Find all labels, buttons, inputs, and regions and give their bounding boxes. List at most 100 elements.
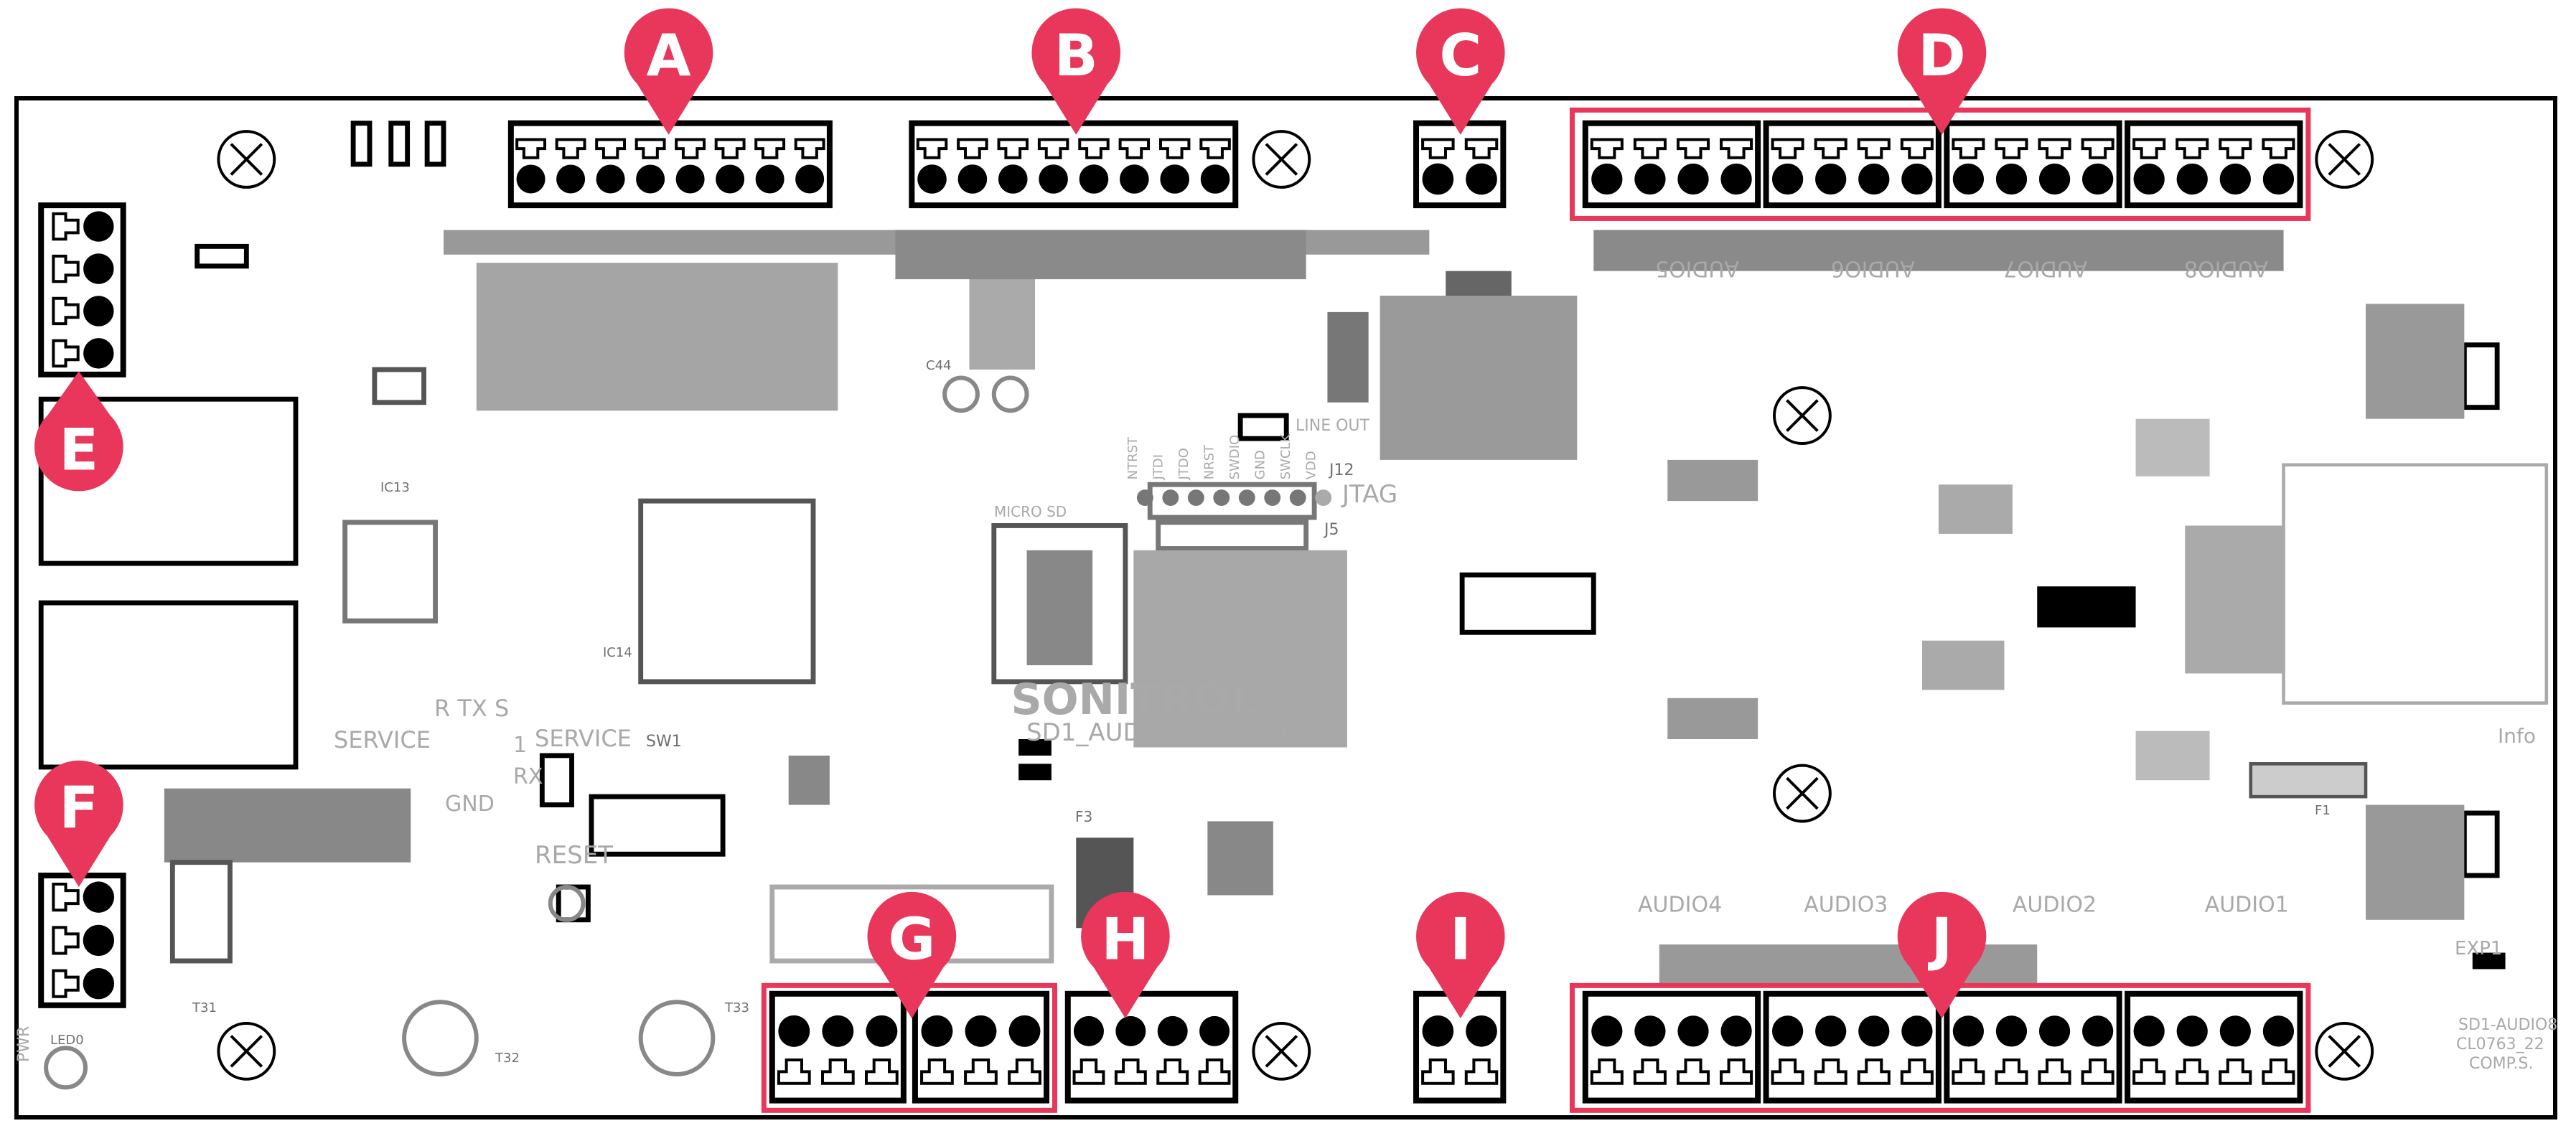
callout-marker-b: B <box>1031 8 1121 135</box>
component-footprint <box>1018 739 1052 756</box>
terminal-pin <box>754 138 786 194</box>
connector-housing <box>1413 120 1507 209</box>
terminal-pin <box>1676 138 1710 195</box>
terminal-pin <box>515 138 547 194</box>
component-round <box>44 1046 88 1090</box>
terminal-pin <box>1156 1015 1189 1085</box>
info-label: Info <box>2498 724 2536 748</box>
callout-letter: C <box>1439 22 1481 89</box>
silkscreen-labels: SONITROL SD1_AUDIO8 Rev.0.22 SERVICE R T… <box>15 358 2557 1073</box>
component-footprint <box>2185 525 2284 674</box>
callout-marker-i: I <box>1416 891 1505 1019</box>
terminal-pin <box>52 881 115 913</box>
micro-sd-label: MICRO SD <box>994 503 1067 520</box>
terminal-pin <box>2175 138 2209 195</box>
terminal-pin <box>1008 1015 1041 1085</box>
terminal-pin <box>1900 138 1934 195</box>
connector-j-2[interactable] <box>1763 990 1942 1104</box>
terminal-pin <box>1464 138 1499 195</box>
connector-d-3[interactable] <box>1944 120 2122 209</box>
terminal-pin <box>52 296 114 327</box>
connector-d-4[interactable] <box>2125 120 2303 209</box>
callout-letter: D <box>1918 22 1966 89</box>
callout-marker-j: J <box>1897 891 1987 1019</box>
connector-g-2[interactable] <box>912 990 1050 1104</box>
t31-label: T31 <box>192 1000 217 1015</box>
terminal-pin <box>52 924 115 957</box>
component-footprint <box>1667 698 1758 740</box>
terminal-pin <box>865 1015 899 1085</box>
connector-c[interactable] <box>1413 120 1507 209</box>
component-footprint <box>2366 304 2465 419</box>
connector-j-3[interactable] <box>1944 990 2122 1104</box>
component-footprint <box>1922 640 2005 690</box>
jtag-header-pin <box>1162 489 1179 506</box>
component-footprint <box>1667 459 1758 502</box>
sw1-label: SW1 <box>646 733 682 751</box>
component-footprint <box>1237 413 1289 441</box>
terminal-pin <box>2219 1015 2252 1085</box>
part-block-line-2: CL0763_22 <box>2456 1036 2544 1053</box>
terminal-pin <box>595 138 627 194</box>
board-model: SD1_AUDIO8 <box>1026 718 1184 747</box>
connector-d-2[interactable] <box>1763 120 1942 209</box>
connector-a[interactable] <box>507 120 833 209</box>
component-footprint <box>2472 952 2506 970</box>
component-footprint <box>1459 572 1596 635</box>
mounting-hole-icon <box>1252 1021 1311 1081</box>
component-footprint <box>1593 230 2284 271</box>
component-footprint <box>1327 311 1369 403</box>
t32-label: T32 <box>495 1051 520 1066</box>
callout-marker-d: D <box>1897 8 1987 135</box>
connector-f[interactable] <box>38 872 126 1008</box>
terminal-pin <box>1952 138 1985 195</box>
terminal-pin <box>2175 1015 2209 1085</box>
mounting-hole-icon <box>1773 386 1832 446</box>
terminal-pin <box>1814 1015 1847 1085</box>
connector-j-4[interactable] <box>2125 990 2303 1104</box>
f1-label: F1 <box>2315 803 2331 818</box>
board-revision: Rev.0.22 <box>1220 718 1326 747</box>
mounting-hole-icon <box>217 1021 276 1081</box>
connector-housing <box>909 120 1239 209</box>
connector-b[interactable] <box>909 120 1239 209</box>
jtag-pin-label: GND <box>1252 450 1268 479</box>
component-footprint <box>169 860 233 964</box>
jtag-pin-label: NTRST <box>1125 436 1141 479</box>
terminal-pin <box>2262 1015 2295 1085</box>
mounting-hole-icon <box>1252 130 1311 189</box>
jtag-header-pin <box>1238 489 1255 506</box>
component-footprint <box>350 121 373 167</box>
audio-channel-label: AUDIO7 <box>2003 256 2087 281</box>
connector-j-1[interactable] <box>1582 990 1761 1104</box>
component-round <box>548 885 586 922</box>
f3-label: F3 <box>1075 808 1092 825</box>
connector-d-1[interactable] <box>1582 120 1761 209</box>
component-footprint <box>638 498 816 685</box>
mounting-hole-icon <box>2315 130 2374 189</box>
component-footprint <box>1018 764 1052 781</box>
terminal-pin <box>1995 1015 2028 1085</box>
component-footprint <box>38 396 299 566</box>
component-footprint <box>38 600 299 770</box>
connector-e[interactable] <box>38 202 126 377</box>
pin1-label: 1 <box>513 733 527 758</box>
component-footprint <box>2461 342 2500 410</box>
connector-g-1[interactable] <box>769 990 907 1104</box>
jtag-pin-label: JTDO <box>1176 448 1191 480</box>
component-footprint <box>2249 762 2368 799</box>
component-footprint <box>2461 810 2500 878</box>
audio-channel-label: AUDIO3 <box>1804 892 1888 917</box>
terminal-pin <box>714 138 746 194</box>
terminal-pin <box>1037 138 1069 194</box>
connector-h[interactable] <box>1064 990 1239 1104</box>
component-footprint <box>539 753 574 807</box>
terminal-pin <box>2038 1015 2071 1085</box>
mounting-holes <box>217 130 2374 1081</box>
terminal-pin <box>997 138 1029 194</box>
audio-channel-label: AUDIO6 <box>1831 256 1915 281</box>
brand-logo: SONITROL <box>1011 675 1257 725</box>
component-footprint <box>1207 821 1273 896</box>
jtag-pin-label: SWDIO <box>1227 435 1242 480</box>
